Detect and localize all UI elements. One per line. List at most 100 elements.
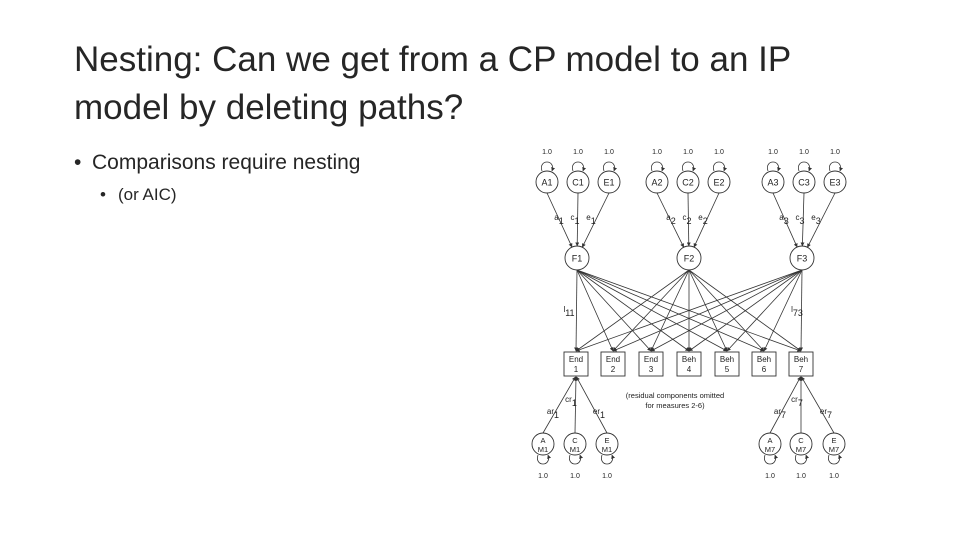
loading-path [799,269,804,352]
loading-path [576,269,802,352]
measure-box [638,351,664,377]
measure-label-top: End [644,355,658,364]
factor-node [789,245,815,271]
path-model-diagram: 1.0A1a11.0C1c11.0E1e1F11.0A2a21.0C2c21.0… [531,149,847,480]
variance-label: 1.0 [799,149,809,156]
bullet-dot: • [100,185,106,204]
latent-node-label: E2 [713,178,724,188]
residual-path [542,376,576,434]
loading-path [726,269,803,352]
bullet-dot: • [74,151,82,174]
loading-path [574,269,579,352]
variance-label: 1.0 [542,149,552,156]
loading-label: l11 [563,305,574,318]
measure-label-bottom: 5 [725,365,730,374]
residual-node-label-top: E [604,436,609,445]
path-coefficient-label: e2 [698,213,707,226]
latent-path [656,192,685,248]
residual-node-label-top: A [767,436,772,445]
latent-node-label: A3 [767,178,778,188]
measure-label-bottom: 6 [762,365,767,374]
path-coefficient-label: c2 [682,213,691,226]
latent-path [546,192,573,248]
residual-node-label-top: C [798,436,804,445]
measure-label-bottom: 1 [574,365,579,374]
variance-label: 1.0 [573,149,583,156]
latent-node [645,170,669,194]
variance-loop [569,454,584,465]
loading-path [688,269,802,352]
residual-path [576,376,608,434]
variance-label: 1.0 [765,473,775,480]
variance-label: 1.0 [570,473,580,480]
latent-node [707,170,731,194]
latent-path [693,192,720,248]
latent-node-label: E3 [829,178,840,188]
loading-path [576,269,728,352]
residual-node [531,432,555,456]
variance-loop [682,161,697,172]
latent-node [792,170,816,194]
latent-node [597,170,621,194]
measure-label-bottom: 7 [799,365,804,374]
measure-box [751,351,777,377]
loading-label: l73 [791,305,803,318]
loading-path [576,269,614,352]
variance-loop [713,161,728,172]
residual-node-label-bottom: M1 [602,445,612,454]
latent-node-label: A2 [651,178,662,188]
bullet-text: Comparisons require nesting [92,151,361,174]
variance-loop [829,161,844,172]
sub-bullet-text: (or AIC) [118,185,177,204]
latent-node-label: C3 [798,178,810,188]
variance-loop [764,454,779,465]
loading-path [612,269,690,352]
factor-node [564,245,590,271]
latent-node-label: E1 [603,178,614,188]
variance-label: 1.0 [796,473,806,480]
variance-label: 1.0 [683,149,693,156]
measure-label-bottom: 2 [611,365,616,374]
residual-node-label-bottom: M7 [796,445,806,454]
residual-path [801,376,835,434]
factor-node-label: F2 [684,254,695,264]
factor-node-label: F3 [797,254,808,264]
variance-loop [572,161,587,172]
latent-node [566,170,590,194]
residual-node-label-bottom: M1 [570,445,580,454]
bullet-item: • Comparisons require nesting [74,146,360,180]
measure-box [600,351,626,377]
residual-path-label: er1 [593,407,605,420]
latent-node-label: A1 [541,178,552,188]
residual-node [595,432,619,456]
latent-path [807,192,836,248]
loading-path [576,269,765,352]
latent-path [772,192,798,248]
residual-node-label-top: E [831,436,836,445]
variance-loop [541,161,556,172]
measure-label-top: Beh [794,355,808,364]
residual-node-label-top: C [572,436,578,445]
measure-label-top: End [569,355,583,364]
bullet-list: • Comparisons require nesting • (or AIC) [74,146,360,210]
latent-node [676,170,700,194]
factor-node-label: F1 [572,254,583,264]
variance-label: 1.0 [830,149,840,156]
latent-node [823,170,847,194]
path-coefficient-label: e1 [586,213,595,226]
residual-node-label-bottom: M1 [538,445,548,454]
variance-label: 1.0 [714,149,724,156]
residual-path-label: cr1 [565,395,577,408]
latent-path [575,192,580,247]
variance-loop [795,454,810,465]
latent-path [581,192,610,248]
residual-node [789,432,813,456]
variance-label: 1.0 [538,473,548,480]
variance-loop [767,161,782,172]
residual-path [573,376,578,434]
loading-path [763,269,803,352]
variance-label: 1.0 [602,473,612,480]
variance-loop [828,454,843,465]
measure-box [714,351,740,377]
residual-node [563,432,587,456]
